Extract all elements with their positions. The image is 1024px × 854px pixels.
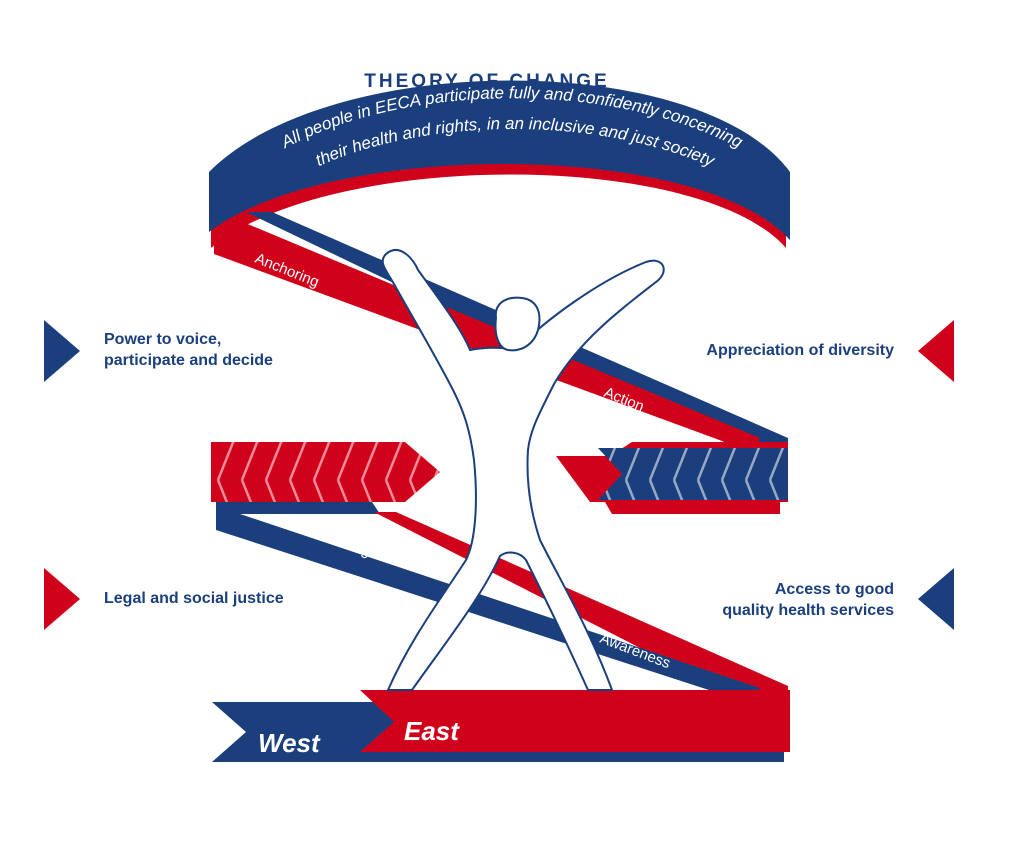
pillar-diversity-label: Appreciation of diversity bbox=[706, 342, 894, 359]
pillar-legal-label: Legal and social justice bbox=[104, 590, 284, 607]
figure-head bbox=[494, 296, 541, 352]
west-band bbox=[212, 702, 410, 762]
pointer-right-icon-legal bbox=[44, 568, 80, 630]
left-chevron-band bbox=[211, 442, 440, 514]
right-chevron-band bbox=[556, 442, 788, 514]
pointer-left-icon-access bbox=[918, 568, 954, 630]
label-west: West bbox=[258, 728, 321, 758]
left-band-shadow bbox=[216, 502, 380, 514]
base-shadow bbox=[366, 752, 784, 762]
pointer-left-icon-diversity bbox=[918, 320, 954, 382]
right-band-shadow bbox=[605, 502, 780, 514]
pillar-power-label: Power to voice, participate and decide bbox=[104, 331, 273, 369]
acknowledgement-ribbon bbox=[216, 514, 760, 704]
arch-body bbox=[209, 80, 790, 240]
pointer-right-icon-power bbox=[44, 320, 80, 382]
label-east: East bbox=[404, 716, 460, 746]
arch-band bbox=[209, 80, 790, 248]
east-band bbox=[360, 690, 790, 752]
pillar-access-label: Access to good quality health services bbox=[722, 581, 894, 619]
base-band bbox=[212, 690, 790, 762]
person-star-figure bbox=[381, 249, 665, 691]
diagram-title: THEORY OF CHANGE bbox=[364, 71, 609, 92]
anchoring-ribbon bbox=[214, 220, 760, 452]
